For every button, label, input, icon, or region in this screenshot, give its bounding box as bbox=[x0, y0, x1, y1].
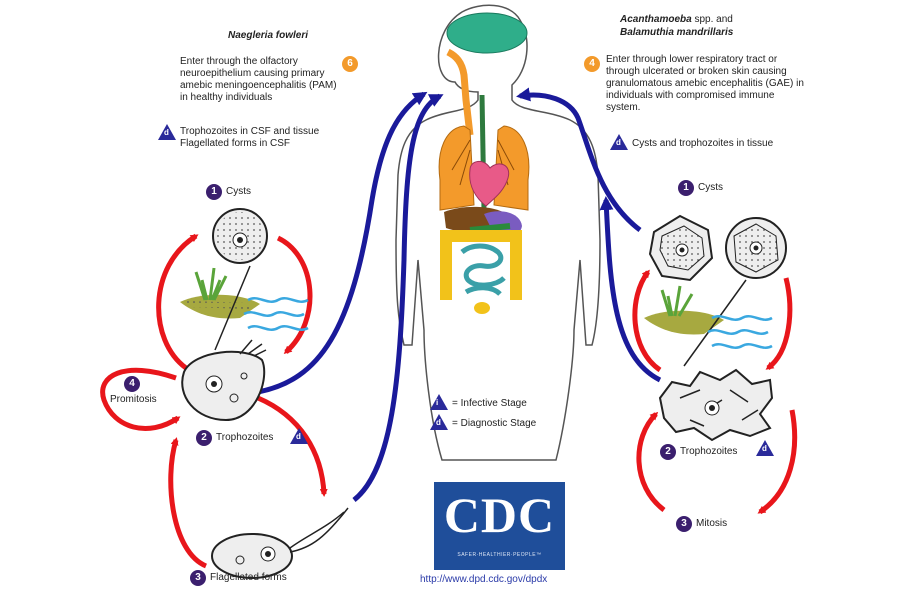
cdc-logo-tagline: SAFER·HEALTHIER·PEOPLE™ bbox=[457, 552, 542, 558]
cdc-logo-text: CDC bbox=[443, 487, 556, 543]
diagnostic-stage-icon: d bbox=[290, 428, 308, 444]
legend-infective-label: = Infective Stage bbox=[452, 398, 527, 409]
cyst-icon bbox=[648, 214, 714, 282]
stage-badge-flagellated: 3 bbox=[190, 570, 206, 586]
naegleria-entry-text: Enter through the olfactory neuroepithel… bbox=[180, 56, 337, 103]
label-promitosis: Promitosis bbox=[110, 394, 157, 405]
water-icon bbox=[707, 315, 773, 349]
acanthamoeba-name: Acanthamoeba bbox=[620, 14, 692, 25]
acanthamoeba-entry-text: Enter through lower respiratory tract or… bbox=[606, 54, 804, 113]
label-flagellated-forms: Flagellated forms bbox=[210, 572, 287, 583]
small-intestine-icon bbox=[460, 243, 506, 296]
cdc-url[interactable]: http://www.dpd.cdc.gov/dpdx bbox=[420, 574, 548, 585]
large-intestine-icon bbox=[440, 230, 522, 300]
entry-badge-naegleria: 6 bbox=[342, 56, 358, 72]
diagnostic-stage-icon: d bbox=[158, 124, 176, 140]
stage-badge-trophozoites-naegleria: 2 bbox=[196, 430, 212, 446]
stage-badge-mitosis: 3 bbox=[676, 516, 692, 532]
heart-icon bbox=[469, 161, 510, 207]
acanthamoeba-cycle-arrows bbox=[632, 269, 798, 515]
plant-icon bbox=[644, 285, 724, 335]
naegleria-diagnostic-text: Trophozoites in CSF and tissue Flagellat… bbox=[180, 126, 320, 149]
acanthamoeba-diagnostic-text: Cysts and trophozoites in tissue bbox=[632, 138, 774, 149]
diagnostic-stage-icon: d bbox=[756, 440, 774, 456]
diagnostic-stage-icon: d bbox=[430, 414, 448, 430]
stage-badge-promitosis: 4 bbox=[124, 376, 140, 392]
acanthamoeba-title: Acanthamoeba spp. and bbox=[620, 14, 800, 26]
label-trophozoites-acanthamoeba: Trophozoites bbox=[680, 446, 738, 457]
diagnostic-stage-icon: d bbox=[610, 134, 628, 150]
trophozoite-icon bbox=[181, 339, 267, 422]
label-mitosis: Mitosis bbox=[696, 518, 728, 529]
cdc-logo: CDC SAFER·HEALTHIER·PEOPLE™ bbox=[434, 482, 565, 570]
brain-icon bbox=[446, 12, 528, 54]
stage-badge-cysts-acanthamoeba: 1 bbox=[678, 180, 694, 196]
naegleria-cycle-arrows bbox=[100, 233, 328, 569]
label-cysts-naegleria: Cysts bbox=[226, 186, 251, 197]
legend-diagnostic-label: = Diagnostic Stage bbox=[452, 418, 537, 429]
plant-icon bbox=[180, 267, 260, 319]
label-cysts-acanthamoeba: Cysts bbox=[698, 182, 723, 193]
entry-badge-acanthamoeba: 4 bbox=[584, 56, 600, 72]
stage-badge-cysts-naegleria: 1 bbox=[206, 184, 222, 200]
infective-stage-icon: i bbox=[430, 394, 448, 410]
balamuthia-title: Balamuthia mandrillaris bbox=[620, 27, 734, 38]
label-trophozoites-naegleria: Trophozoites bbox=[216, 432, 274, 443]
cyst-icon bbox=[725, 217, 787, 279]
flagellate-icon bbox=[211, 507, 349, 579]
water-icon bbox=[243, 297, 309, 331]
human-body-icon bbox=[395, 4, 601, 461]
naegleria-title: Naegleria fowleri bbox=[228, 30, 309, 41]
stage-badge-trophozoites-acanthamoeba: 2 bbox=[660, 444, 676, 460]
trophozoite-icon bbox=[658, 368, 774, 442]
acanthamoeba-name-suffix: spp. and bbox=[691, 14, 733, 25]
infective-route-arrows bbox=[257, 87, 662, 502]
cyst-icon bbox=[212, 208, 268, 264]
